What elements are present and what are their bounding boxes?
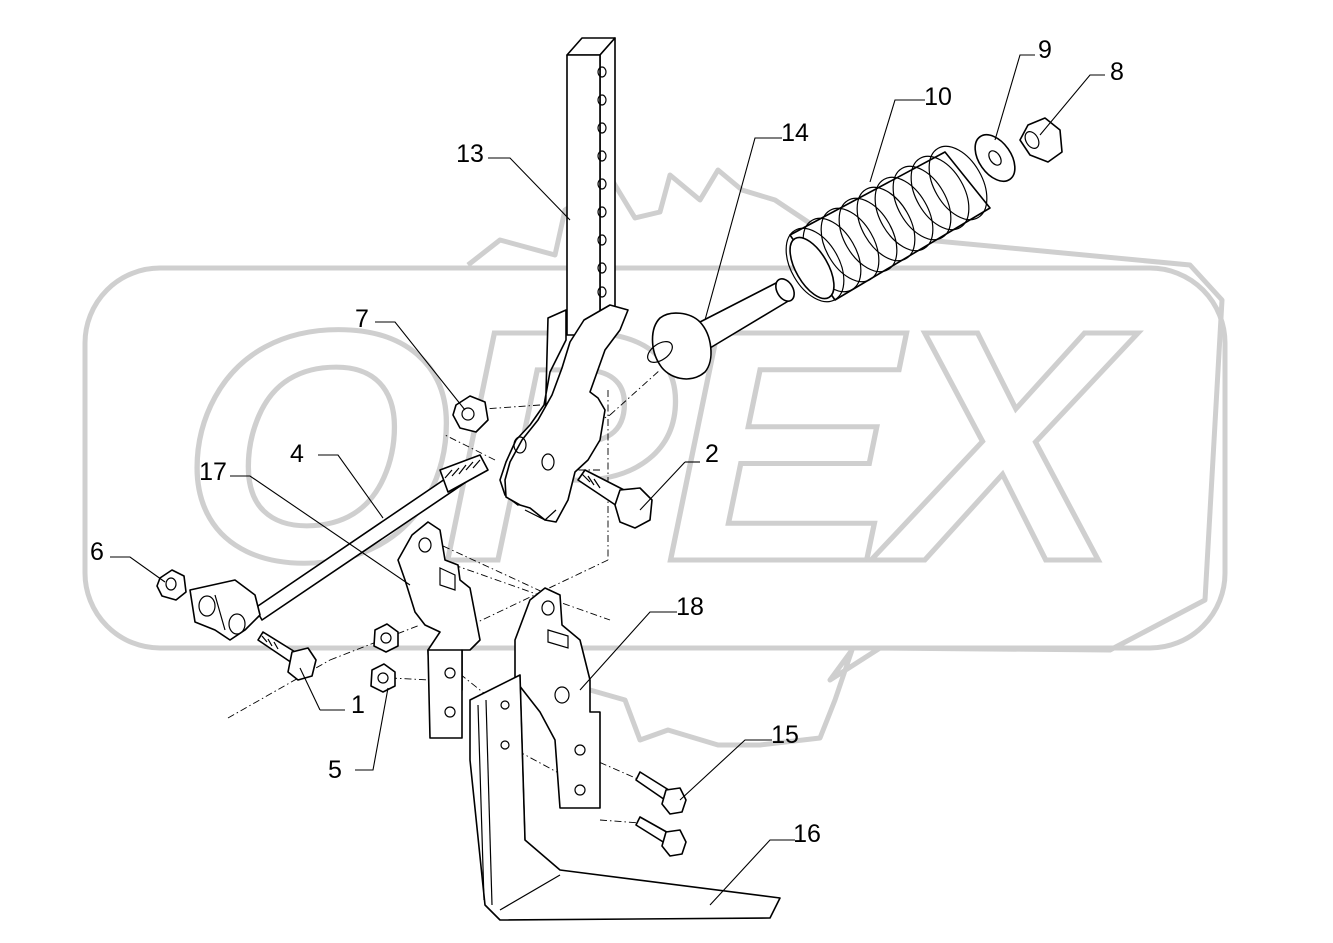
part-17-left-bracket [397, 521, 481, 739]
callout-4: 4 [290, 440, 304, 468]
callout-13: 13 [456, 140, 484, 168]
callout-1: 1 [351, 691, 365, 719]
callout-15: 15 [771, 721, 799, 749]
callout-5: 5 [328, 756, 342, 784]
part-7-nut [452, 395, 489, 433]
part-14-spring-pin [647, 278, 795, 380]
watermark: OPEX [82, 167, 1228, 748]
callout-labels: 1 2 4 5 6 7 8 9 10 13 14 15 16 17 18 [90, 36, 1124, 848]
part-15-bolt [635, 771, 687, 857]
callout-16: 16 [793, 820, 821, 848]
part-9-washer [974, 134, 1016, 182]
part-6-nut [156, 569, 187, 601]
part-13-adjustment-bar [566, 37, 616, 336]
callout-6: 6 [90, 538, 104, 566]
rod-end-clevis [189, 579, 261, 641]
callout-leaders [110, 54, 1105, 906]
part-16-tine [469, 674, 781, 921]
callout-17: 17 [199, 458, 227, 486]
watermark-frame [82, 265, 1228, 651]
part-18-right-bracket [514, 587, 601, 809]
bar-holes [597, 66, 607, 298]
callout-2: 2 [705, 440, 719, 468]
callout-9: 9 [1038, 36, 1052, 64]
part-8-nut [1019, 117, 1063, 163]
upper-clevis-bracket [499, 304, 629, 523]
part-10-coil-spring [785, 145, 991, 303]
part-1-bolt [257, 631, 317, 681]
callout-14: 14 [781, 119, 809, 147]
callout-8: 8 [1110, 58, 1124, 86]
callout-18: 18 [676, 593, 704, 621]
part-2-bolt [577, 469, 653, 529]
callout-10: 10 [924, 83, 952, 111]
part-5-nut [370, 623, 399, 693]
callout-7: 7 [355, 305, 369, 333]
